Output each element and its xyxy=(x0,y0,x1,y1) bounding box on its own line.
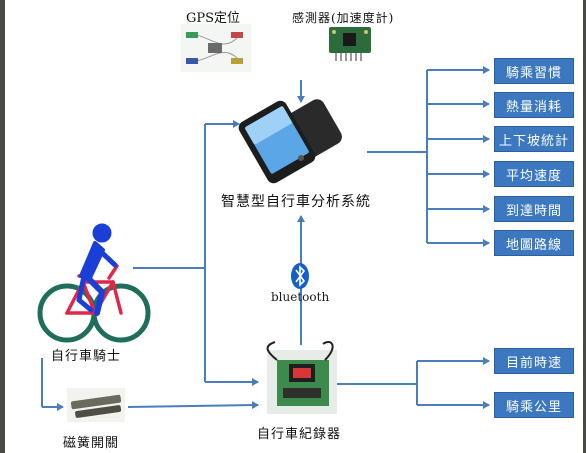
output-riding-distance: 騎乘公里 xyxy=(494,392,574,418)
recorder-label: 自行車紀錄器 xyxy=(257,427,342,442)
gps-label: GPS定位 xyxy=(186,11,241,26)
reed-switch-label: 磁簧開關 xyxy=(63,436,120,451)
smartphone-icon xyxy=(238,99,342,184)
gps-module-icon xyxy=(181,24,251,72)
output-arrival-time: 到達時間 xyxy=(494,196,574,222)
reed-switch-icon xyxy=(67,388,125,422)
sensor-label: 感測器(加速度計) xyxy=(292,11,395,25)
arrow-reed-to-recorder xyxy=(127,401,259,410)
output-current-speed: 目前時速 xyxy=(494,348,574,374)
output-slope-stats: 上下坡統計 xyxy=(494,126,574,152)
bluetooth-label: bluetooth xyxy=(271,290,330,304)
output-average-speed: 平均速度 xyxy=(494,161,574,187)
connector-layer xyxy=(37,24,490,422)
output-calories: 熱量消耗 xyxy=(494,92,574,118)
bluetooth-icon xyxy=(291,263,309,289)
output-riding-habits: 騎乘習慣 xyxy=(494,58,574,84)
cyclist-icon xyxy=(37,223,151,343)
diagram-canvas: GPS定位 感測器(加速度計) 智慧型自行車分析系統 bluetooth 自行車… xyxy=(5,0,583,453)
rider-label: 自行車騎士 xyxy=(51,349,122,364)
accelerometer-board-icon xyxy=(329,27,371,61)
bike-recorder-board-icon xyxy=(266,341,337,414)
output-map-route: 地圖路線 xyxy=(494,230,574,256)
system-label: 智慧型自行車分析系統 xyxy=(221,194,371,210)
